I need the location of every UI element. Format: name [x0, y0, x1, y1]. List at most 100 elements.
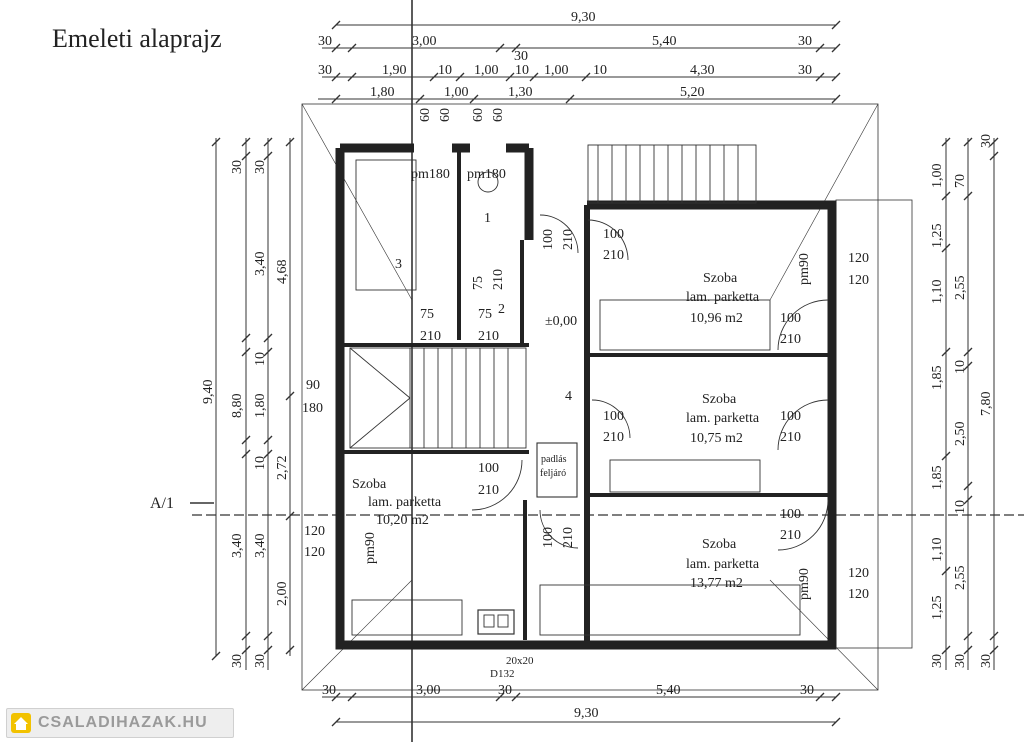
door-210-d: 210 — [561, 229, 576, 250]
dim-left-c3-1: 3,40 — [253, 252, 268, 277]
dim-top-r2-1: 1,90 — [382, 63, 407, 78]
dim-right-c3-2: 30 — [979, 654, 994, 668]
window-180: 180 — [302, 401, 323, 416]
dim-left-c2-2: 30 — [230, 654, 245, 668]
dim-top-r4-0: 60 — [418, 108, 433, 122]
dim-right-c3-1: 7,80 — [979, 392, 994, 417]
dim-right-c2-3: 2,50 — [953, 422, 968, 447]
dim-top-r2-0: 30 — [318, 63, 332, 78]
door-75-b: 75 — [478, 307, 492, 322]
dim-left-c2-0: 30 — [230, 160, 245, 174]
dim-top-r1-3: 5,40 — [652, 34, 677, 49]
room-2-number: 2 — [498, 302, 505, 317]
dim-top-r2-4: 10 — [515, 63, 529, 78]
dim-top-r4-3: 60 — [491, 108, 506, 122]
chimney-labels: 20x20 D132 — [490, 655, 534, 680]
window-120-c: 120 — [848, 566, 869, 581]
room-7-floor: lam. parketta — [368, 495, 442, 510]
chimney-type: D132 — [490, 668, 514, 680]
dim-left-c3-0: 30 — [253, 160, 268, 174]
room-labels: Szoba lam. parketta 10,96 m2 Szoba lam. … — [352, 271, 760, 591]
dim-left-c4-2: 2,00 — [275, 582, 290, 607]
dim-right-c2-4: 10 — [953, 500, 968, 514]
dim-top-r4-2: 60 — [471, 108, 486, 122]
room-5-floor: lam. parketta — [686, 290, 760, 305]
door-75-c: 75 — [471, 276, 486, 290]
house-logo-icon — [11, 713, 31, 733]
window-90: 90 — [306, 378, 320, 393]
watermark-text: CSALADIHAZAK.HU — [38, 714, 208, 731]
door-210-h: 210 — [780, 430, 801, 445]
door-210-f: 210 — [780, 332, 801, 347]
door-210-c: 210 — [491, 269, 506, 290]
window-120-a: 120 — [848, 251, 869, 266]
dim-top-r2-3: 1,00 — [474, 63, 499, 78]
door-210-a: 210 — [420, 329, 441, 344]
door-100-c: 100 — [780, 311, 801, 326]
watermark-banner: CSALADIHAZAK.HU — [6, 708, 234, 738]
dim-top-r1-1: 3,00 — [412, 34, 437, 49]
dim-right-c1-1: 1,25 — [930, 224, 945, 249]
room-6-floor: lam. parketta — [686, 411, 760, 426]
dim-left-c3-3: 1,80 — [253, 394, 268, 419]
dim-left-c3-2: 10 — [253, 352, 268, 366]
dim-top-r3-3: 5,20 — [680, 85, 705, 100]
room-3-number: 3 — [395, 257, 402, 272]
dim-top-r3-1: 1,00 — [444, 85, 469, 100]
attic-access: padlás feljáró — [540, 454, 567, 479]
dim-right-c2-6: 30 — [953, 654, 968, 668]
door-100-f: 100 — [478, 461, 499, 476]
door-100-d: 100 — [603, 409, 624, 424]
room-5-name: Szoba — [703, 271, 738, 286]
window-120-e: 120 — [304, 524, 325, 539]
dim-top-r2-8: 30 — [798, 63, 812, 78]
dim-top-r3-0: 1,80 — [370, 85, 395, 100]
opening-pm90-c: pm90 — [363, 532, 378, 564]
opening-pm90-b: pm90 — [797, 568, 812, 600]
window-120-f: 120 — [304, 545, 325, 560]
opening-pm180-b: pm180 — [467, 167, 506, 182]
room-4-number: 4 — [565, 389, 572, 404]
dim-right-c2-1: 2,55 — [953, 276, 968, 301]
dim-right-c1-5: 1,10 — [930, 538, 945, 563]
dim-right-c3-0: 30 — [979, 134, 994, 148]
door-210-b: 210 — [478, 329, 499, 344]
dim-left-c1-0: 8,80 — [230, 394, 245, 419]
dim-left-c4-1: 2,72 — [275, 456, 290, 481]
room-7-name: Szoba — [352, 477, 387, 492]
bottom-dimensions: 30 3,00 30 5,40 30 9,30 — [322, 683, 814, 721]
window-120-d: 120 — [848, 587, 869, 602]
dim-top-r2-6: 10 — [593, 63, 607, 78]
dim-left-c3-4: 10 — [253, 456, 268, 470]
opening-labels: pm180 pm180 75 210 75 210 75 210 100 210… — [302, 167, 869, 602]
attic-access-line1: padlás — [541, 454, 567, 465]
dim-right-c1-0: 1,00 — [930, 164, 945, 189]
dim-bot-r1-0: 30 — [322, 683, 336, 698]
plan-title: Emeleti alaprajz — [52, 24, 222, 53]
door-210-k: 210 — [561, 527, 576, 548]
dim-top-r1-0: 30 — [318, 34, 332, 49]
dim-top-overall: 9,30 — [571, 10, 596, 25]
dim-top-r1-2: 30 — [514, 49, 528, 64]
dim-left-c4-0: 4,68 — [275, 260, 290, 285]
door-75-a: 75 — [420, 307, 434, 322]
dim-right-c1-2: 1,10 — [930, 280, 945, 305]
chimney-size: 20x20 — [506, 655, 534, 667]
window-120-b: 120 — [848, 273, 869, 288]
dim-bot-r1-1: 3,00 — [416, 683, 441, 698]
room-8-name: Szoba — [702, 537, 737, 552]
room-6-name: Szoba — [702, 392, 737, 407]
door-210-j: 210 — [780, 528, 801, 543]
dim-left-c3-5: 3,40 — [253, 534, 268, 559]
dim-left-overall: 9,40 — [201, 380, 216, 405]
door-100-g: 100 — [780, 507, 801, 522]
opening-pm180-a: pm180 — [411, 167, 450, 182]
dim-right-c1-4: 1,85 — [930, 466, 945, 491]
door-210-e: 210 — [603, 248, 624, 263]
left-dimensions: 9,40 8,80 30 3,40 30 30 3,40 10 1,80 10 … — [201, 160, 290, 668]
dim-right-c1-3: 1,85 — [930, 366, 945, 391]
dim-right-c2-2: 10 — [953, 360, 968, 374]
dim-left-c2-1: 3,40 — [230, 534, 245, 559]
door-210-i: 210 — [478, 483, 499, 498]
